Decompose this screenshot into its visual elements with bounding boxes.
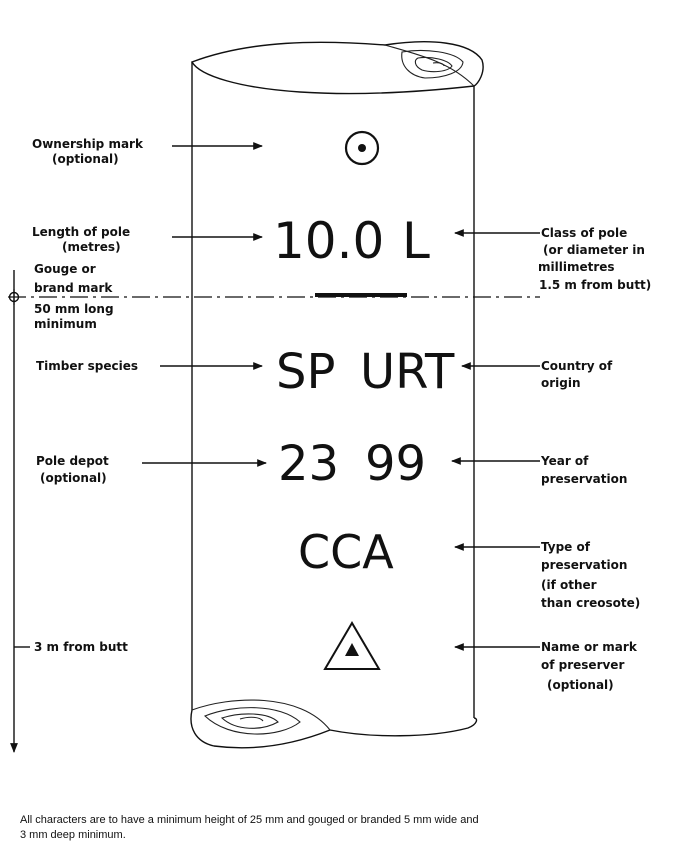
label-year: Year of preservation: [451, 454, 627, 486]
label-species: Timber species: [36, 359, 263, 373]
svg-text:preservation: preservation: [541, 472, 627, 486]
svg-text:Length of pole: Length of pole: [32, 225, 130, 239]
svg-text:All characters are to have a m: All characters are to have a minimum hei…: [20, 814, 479, 826]
footnote: All characters are to have a minimum hei…: [20, 814, 479, 841]
svg-text:Name or mark: Name or mark: [541, 640, 638, 654]
svg-text:Pole depot: Pole depot: [36, 454, 109, 468]
svg-text:Class of pole: Class of pole: [541, 226, 627, 240]
label-ownership: Ownership mark (optional): [32, 137, 263, 166]
timber-species-value: SP: [276, 344, 335, 400]
pole-length-value: 10.0: [273, 212, 384, 270]
label-depot: Pole depot (optional): [36, 454, 267, 485]
svg-text:50 mm long: 50 mm long: [34, 302, 114, 316]
pole-depot-value: 23: [278, 436, 339, 492]
svg-text:(optional): (optional): [52, 152, 119, 166]
svg-text:(optional): (optional): [547, 678, 614, 692]
ownership-mark: [344, 130, 380, 166]
svg-text:(or diameter in: (or diameter in: [543, 243, 645, 257]
svg-text:origin: origin: [541, 376, 581, 390]
triangle-with-dot-icon: [323, 621, 381, 670]
svg-text:(if other: (if other: [541, 578, 597, 592]
svg-text:Year of: Year of: [540, 454, 589, 468]
svg-text:preservation: preservation: [541, 558, 627, 572]
label-preserver: Name or mark of preserver (optional): [454, 640, 638, 692]
svg-text:1.5 m from butt): 1.5 m from butt): [539, 278, 651, 292]
svg-text:Ownership mark: Ownership mark: [32, 137, 144, 151]
svg-text:of preserver: of preserver: [541, 658, 624, 672]
svg-text:(optional): (optional): [40, 471, 107, 485]
label-butt-distance: 3 m from butt: [14, 640, 128, 654]
svg-text:Timber species: Timber species: [36, 359, 138, 373]
svg-text:Country of: Country of: [541, 359, 613, 373]
label-preservation-type: Type of preservation (if other than creo…: [454, 540, 640, 610]
svg-text:millimetres: millimetres: [538, 260, 615, 274]
svg-text:3 mm deep minimum.: 3 mm deep minimum.: [20, 829, 126, 841]
svg-text:than creosote): than creosote): [541, 596, 640, 610]
svg-text:brand mark: brand mark: [34, 281, 113, 295]
label-gouge-brand: Gouge or brand mark 50 mm long minimum: [34, 262, 114, 331]
pole-top-end: [190, 41, 484, 95]
pole-bottom-end: [190, 709, 478, 749]
svg-text:3 m from butt: 3 m from butt: [34, 640, 128, 654]
pole: [190, 41, 484, 749]
svg-text:Type of: Type of: [541, 540, 591, 554]
svg-text:Gouge or: Gouge or: [34, 262, 96, 276]
svg-text:(metres): (metres): [62, 240, 121, 254]
preservation-type-value: CCA: [298, 525, 394, 579]
svg-text:minimum: minimum: [34, 317, 97, 331]
label-class: Class of pole (or diameter in millimetre…: [454, 226, 651, 292]
pole-class-value: L: [402, 212, 430, 270]
country-origin-value: URT: [360, 344, 455, 400]
label-length: Length of pole (metres): [32, 225, 263, 254]
preservation-year-value: 99: [365, 436, 426, 492]
label-origin: Country of origin: [461, 359, 613, 390]
